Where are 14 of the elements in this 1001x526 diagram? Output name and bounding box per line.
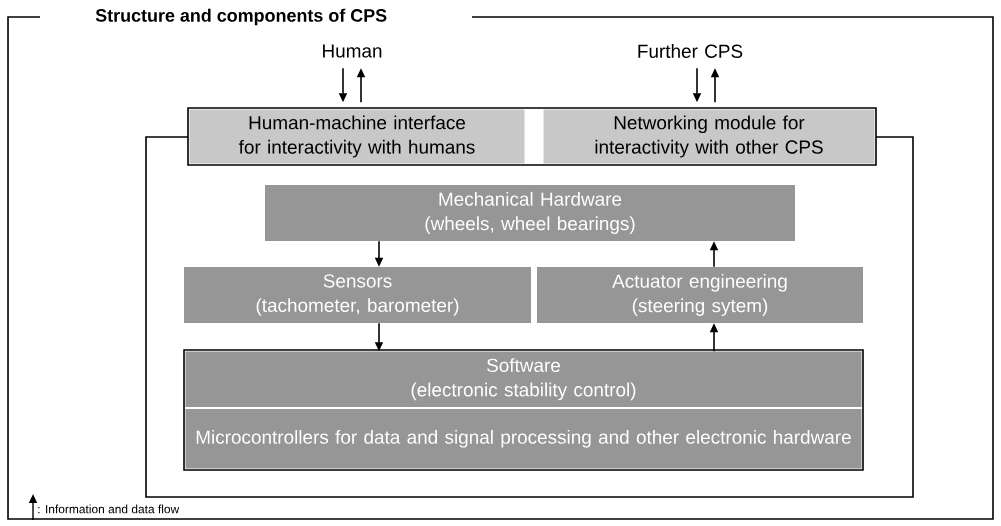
component-box: Mechanical Hardware (wheels, wheel bearings) — [265, 185, 795, 241]
title: Structure and components of CPS — [95, 8, 387, 26]
component-box: Microcontrollers for data and signal processing and other electronic hardware — [185, 409, 862, 469]
node-label: (electronic stability control) — [411, 382, 636, 401]
node-label: Human — [323, 44, 382, 58]
component-box: Software (electronic stability control) — [185, 351, 862, 407]
node-label: Further CPS — [638, 44, 743, 58]
interface-box: Networking module for interactivity with other CPS — [543, 109, 875, 164]
node-label: Software — [487, 358, 561, 373]
legend-text: : Information and data flow — [38, 504, 180, 514]
component-box: Actuator engineering (steering sytem) — [537, 267, 863, 323]
node-label: Microcontrollers for data and signal processing and other electronic hardware — [196, 429, 851, 448]
component-box: Sensors (tachometer, barometer) — [184, 267, 531, 323]
interface-box: Human-machine interface for interactivity with humans — [189, 109, 525, 164]
